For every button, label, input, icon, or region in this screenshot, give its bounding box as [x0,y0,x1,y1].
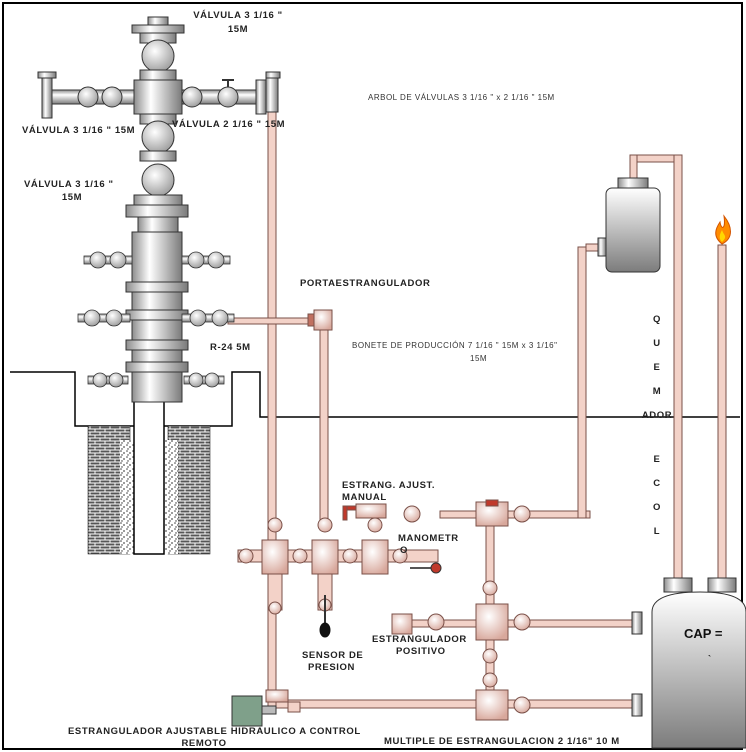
label-bonnet-line1: BONETE DE PRODUCCIÓN 7 1/16 " 15M x 3 1/… [352,341,557,350]
label-manometer-line1: MANOMETR [398,533,459,544]
burner-letter: Q [653,314,661,325]
burner-letter: O [653,502,661,513]
label-valve-top: VÁLVULA 3 1/16 " [193,10,283,21]
manifold-cross-3 [361,539,389,575]
label-pressure-sensor-line2: PRESION [308,662,355,673]
burner-letter: U [653,338,660,349]
manifold-cross-1 [261,539,289,575]
gravel-left [120,440,134,554]
manometer-gauge [430,562,442,574]
label-valve-lower-pressure: 15M [62,192,82,203]
lower-cross [475,689,509,721]
burner-letter: M [653,386,662,397]
label-manual-choke-line2: MANUAL [342,492,387,503]
burner-letter: E [654,362,661,373]
label-hydraulic-choke-line1: ESTRANGULADOR AJUSTABLE HIDRAULICO A CON… [68,726,361,737]
portachoke [307,309,333,331]
label-r24: R-24 5M [210,342,251,353]
pipe-to-tank-vertical [577,246,587,519]
label-bonnet-line2: 15M [470,354,487,363]
pipe-portachoke-horizontal [227,317,321,325]
burner-letter: E [654,454,661,465]
label-positive-choke-line1: ESTRANGULADOR [372,634,467,645]
label-valve-left: VÁLVULA 3 1/16 " 15M [22,125,135,136]
hydraulic-choke-box [231,695,263,727]
positive-choke [391,613,413,635]
tree-cross [133,79,183,115]
gravel-right [164,440,178,554]
pressure-sensor [319,622,331,638]
pipe-main-vertical [267,103,277,715]
label-pressure-sensor-line1: SENSOR DE [302,650,363,661]
manifold-cross-2 [311,539,339,575]
pipe-flare-stack [717,244,727,586]
master-valve-lower [141,163,175,197]
tree-cap [147,16,169,26]
pipe-tank-to-cap [673,154,683,586]
label-cap: CAP = [684,626,723,641]
casing-side-valves [77,251,235,388]
burner-letter: L [654,526,660,537]
manual-choke [355,503,387,519]
cap-tank [631,577,746,749]
label-choke-holder: PORTAESTRANGULADOR [300,278,430,289]
middle-cross [475,603,509,641]
gas-separator-tank [597,177,661,273]
label-manometer-line2: O [400,545,408,556]
ground-surface [10,371,740,555]
pipe-portachoke-vertical [319,319,329,531]
label-tree-title: ARBOL DE VÁLVULAS 3 1/16 " x 2 1/16 " 15… [368,93,555,102]
label-manual-choke-line1: ESTRANG. AJUST. [342,480,435,491]
choke-manifold [231,499,531,727]
burner-letter: C [653,478,660,489]
label-valve-lower: VÁLVULA 3 1/16 " [24,179,114,190]
christmas-tree [37,16,281,403]
label-valve-top-pressure: 15M [228,24,248,35]
burner-letter: ADOR [642,410,672,421]
label-hydraulic-choke-line2: REMOTO [181,738,226,749]
well-casing [133,399,165,555]
master-valve-upper [141,120,175,154]
label-positive-choke-line2: POSITIVO [396,646,446,657]
label-cap-sub: ` [708,654,712,665]
label-manifold: MULTIPLE DE ESTRANGULACION 2 1/16" 10 M [384,736,620,747]
flare-icon [715,214,731,245]
label-valve-right: VÁLVULA 2 1/16 " 15M [172,119,285,130]
pipe-bottom-horizontal [275,699,641,709]
top-valve-ball [141,39,175,73]
label-burner-vertical: Q U E M ADOR E C O L [642,314,672,537]
